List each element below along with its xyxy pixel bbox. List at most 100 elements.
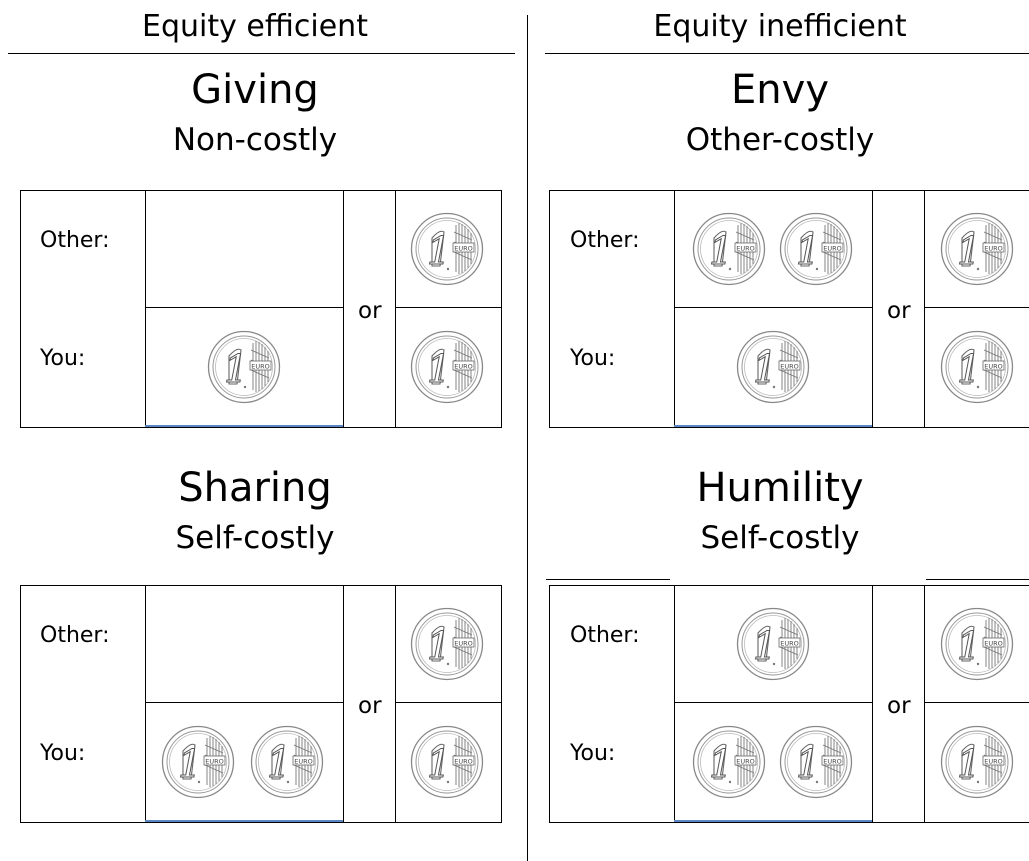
row-label-other: Other:: [40, 228, 110, 253]
divider: [674, 585, 675, 823]
highlight-line: [674, 425, 872, 427]
header-equity-efficient: Equity efficient: [142, 9, 368, 44]
row-label-other: Other:: [570, 228, 640, 253]
svg-text:EURO: EURO: [736, 244, 755, 252]
header-underline-left: [8, 53, 515, 54]
divider: [924, 702, 1029, 703]
divider: [343, 585, 344, 823]
divider: [395, 307, 502, 308]
row-label-you: You:: [570, 346, 616, 371]
svg-text:1: 1: [753, 624, 777, 668]
or-label: or: [887, 693, 911, 719]
highlight-line: [145, 820, 343, 822]
svg-text:1: 1: [796, 742, 820, 786]
choice-box-giving: [20, 190, 502, 428]
divider: [872, 190, 873, 428]
divider: [674, 307, 872, 308]
panel-title-giving: Giving: [191, 67, 319, 113]
svg-text:1: 1: [796, 229, 820, 273]
svg-text:EURO: EURO: [454, 639, 473, 647]
choice-box-envy: [549, 190, 1029, 428]
svg-text:EURO: EURO: [780, 362, 799, 370]
panel-subtitle-envy: Other-costly: [685, 122, 875, 158]
svg-text:EURO: EURO: [205, 757, 224, 765]
svg-text:EURO: EURO: [823, 757, 842, 765]
svg-text:1: 1: [427, 229, 451, 273]
panel-subtitle-giving: Non-costly: [172, 122, 338, 158]
svg-text:1: 1: [427, 347, 451, 391]
svg-text:EURO: EURO: [984, 244, 1003, 252]
highlight-line: [674, 820, 872, 822]
svg-text:EURO: EURO: [454, 244, 473, 252]
svg-text:EURO: EURO: [984, 639, 1003, 647]
panel-title-envy: Envy: [731, 67, 829, 113]
svg-text:EURO: EURO: [736, 757, 755, 765]
or-label: or: [358, 693, 382, 719]
center-divider: [527, 15, 528, 861]
panel-subtitle-humility: Self-costly: [700, 520, 860, 556]
svg-text:1: 1: [224, 347, 248, 391]
svg-text:EURO: EURO: [984, 362, 1003, 370]
svg-text:EURO: EURO: [780, 639, 799, 647]
divider: [924, 190, 925, 428]
svg-text:EURO: EURO: [984, 757, 1003, 765]
divider: [395, 190, 396, 428]
divider: [395, 702, 502, 703]
header-underline-right: [545, 53, 1029, 54]
divider: [395, 585, 396, 823]
svg-text:1: 1: [427, 624, 451, 668]
divider: [924, 307, 1029, 308]
svg-text:1: 1: [709, 229, 733, 273]
choice-box-humility: [549, 585, 1029, 823]
svg-text:EURO: EURO: [823, 244, 842, 252]
svg-text:EURO: EURO: [294, 757, 313, 765]
choice-box-sharing: [20, 585, 502, 823]
panel-title-sharing: Sharing: [178, 465, 332, 511]
divider: [926, 579, 1029, 580]
svg-text:1: 1: [957, 624, 981, 668]
svg-text:1: 1: [709, 742, 733, 786]
svg-text:1: 1: [427, 742, 451, 786]
svg-text:EURO: EURO: [454, 362, 473, 370]
header-equity-inefficient: Equity inefficient: [653, 9, 907, 44]
row-label-you: You:: [40, 741, 86, 766]
divider: [872, 585, 873, 823]
divider: [145, 190, 146, 428]
svg-text:1: 1: [753, 347, 777, 391]
svg-text:1: 1: [267, 742, 291, 786]
svg-text:1: 1: [957, 742, 981, 786]
svg-text:1: 1: [957, 229, 981, 273]
svg-text:1: 1: [178, 742, 202, 786]
divider: [924, 585, 925, 823]
divider: [674, 702, 872, 703]
panel-subtitle-sharing: Self-costly: [175, 520, 335, 556]
svg-text:1: 1: [957, 347, 981, 391]
divider: [145, 702, 343, 703]
row-label-other: Other:: [40, 623, 110, 648]
divider: [145, 585, 146, 823]
row-label-you: You:: [570, 741, 616, 766]
row-label-you: You:: [40, 346, 86, 371]
panel-title-humility: Humility: [696, 465, 864, 511]
or-label: or: [887, 298, 911, 324]
divider: [674, 190, 675, 428]
divider: [343, 190, 344, 428]
or-label: or: [358, 298, 382, 324]
row-label-other: Other:: [570, 623, 640, 648]
